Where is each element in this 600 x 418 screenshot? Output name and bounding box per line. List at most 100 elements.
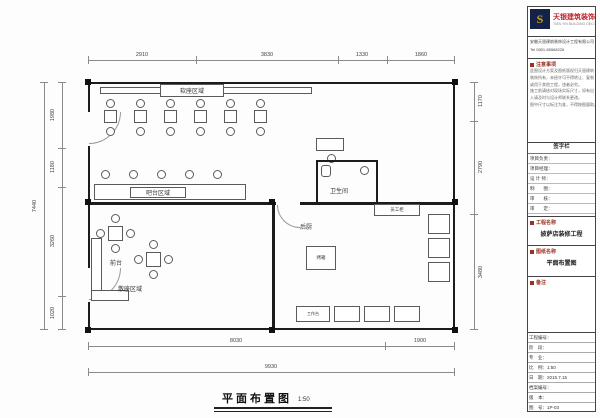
info-value: 2015.7.15 [547, 375, 568, 380]
chair-circle [166, 127, 175, 136]
title-block-remark-section: 备注 [528, 277, 595, 333]
company-logo-icon: S [530, 9, 550, 29]
chair-circle [126, 229, 135, 238]
table [146, 252, 161, 267]
equipment-box [428, 262, 450, 282]
title-block-company-section: 安徽天银建筑装饰设计工程有限公司 Tel 0551-65568226 [528, 37, 595, 59]
dim-label: 3260 [50, 234, 56, 248]
note-line: 此图设计方案及图纸版权归天银建筑 [530, 68, 594, 73]
bar-stool [185, 170, 194, 179]
drawing-header: 图纸名称 [536, 249, 557, 255]
column [85, 327, 91, 333]
bar-stool [129, 170, 138, 179]
signature-header: 签字栏 [528, 143, 595, 154]
note-line: 施工前请核对现场实际尺寸，如有出 [530, 88, 594, 94]
equipment-box [394, 306, 420, 322]
note-line: 装饰所有，未经许可不得转让、复制 [530, 74, 594, 80]
title-block-project-section: 工程名称 披萨店装修工程 [528, 217, 595, 246]
staff-cabinet: 员工柜 [374, 204, 420, 216]
equipment-box [334, 306, 360, 322]
dim-tick [40, 329, 48, 330]
area-label-soft-seating: 软座区域 [160, 84, 224, 97]
desk [316, 138, 344, 151]
project-name: 披萨店装修工程 [540, 232, 583, 238]
info-label: 工程编号： [529, 335, 552, 340]
oven: 烤箱 [306, 246, 336, 270]
bar-stool [213, 170, 222, 179]
column [452, 199, 458, 205]
area-label-open-seating: 散座区域 [118, 287, 143, 293]
info-label: 图 号： [529, 405, 547, 410]
bar-stool [157, 170, 166, 179]
dim-label: 3830 [260, 52, 274, 58]
dim-label: 7440 [32, 199, 38, 213]
info-value [547, 353, 595, 362]
drawing-caption-scale: 1:50 [298, 397, 310, 403]
title-block: S 天银建筑装饰 TIAN YIN BUILDING DECORATION 安徽… [527, 6, 596, 412]
dim-tick [385, 342, 386, 350]
equipment-box [364, 306, 390, 322]
project-header: 工程名称 [536, 220, 557, 226]
dim-tick [470, 82, 478, 83]
equipment-box [428, 214, 450, 234]
equipment-box [428, 238, 450, 258]
company-name-cn: 天银建筑装饰 [553, 14, 595, 21]
dim-label: 2790 [478, 160, 484, 174]
company-full-name: 安徽天银建筑装饰设计工程有限公司 [530, 39, 594, 44]
dim-tick [196, 56, 197, 64]
dim-label: 2910 [135, 52, 149, 58]
section-bullet-icon [530, 280, 534, 285]
toilet [321, 165, 331, 177]
dim-label: 8030 [229, 338, 243, 344]
chair-circle [196, 127, 205, 136]
info-label: 专 业： [529, 355, 547, 360]
dim-tick [58, 187, 66, 188]
chair-circle [256, 127, 265, 136]
dim-label: 1900 [413, 338, 427, 344]
chair-circle [96, 229, 105, 238]
dimension-line [44, 82, 45, 330]
info-label: 版 本： [529, 395, 547, 400]
interior-wall [272, 202, 275, 330]
interior-wall [88, 202, 276, 205]
dim-label: 1330 [355, 52, 369, 58]
chair-circle [327, 154, 336, 163]
note-line: 入请及时与设计师联系更改。 [530, 95, 582, 101]
column [452, 327, 458, 333]
signature-row: 项目经理： [528, 164, 595, 174]
dim-label: 1020 [50, 306, 56, 320]
table [164, 110, 177, 123]
area-label-front-desk: 前台 [110, 261, 123, 267]
sink [360, 166, 369, 175]
column [85, 79, 91, 85]
dim-tick [454, 342, 455, 350]
info-value [552, 333, 596, 342]
area-label-bar: 吧台区域 [130, 187, 186, 198]
column [85, 199, 91, 205]
info-value [547, 343, 595, 352]
signature-row: 制 图： [528, 184, 595, 194]
signature-row: 审 定： [528, 204, 595, 214]
section-bullet-icon [530, 220, 534, 225]
front-desk-counter [91, 290, 129, 301]
info-value [547, 393, 595, 402]
dimension-line [88, 346, 455, 347]
dim-tick [454, 56, 455, 64]
column [269, 327, 275, 333]
title-block-notes-section: 注意事项 此图设计方案及图纸版权归天银建筑 装饰所有，未经许可不得转让、复制 或… [528, 59, 595, 143]
caption-underline [214, 411, 332, 412]
dim-label: 3480 [478, 265, 484, 279]
table [104, 110, 117, 123]
dimension-line [88, 372, 455, 373]
info-label: 日 期： [529, 375, 547, 380]
info-value: 1:50 [547, 365, 556, 370]
caption-underline [214, 407, 332, 409]
door-opening [86, 112, 91, 146]
table [254, 110, 267, 123]
chair-circle [134, 255, 143, 264]
signature-row: 项目负责： [528, 154, 595, 164]
info-label: 档案编号： [529, 385, 552, 390]
dim-label: 1170 [478, 95, 484, 107]
dim-tick [387, 56, 388, 64]
title-block-logo-section: S 天银建筑装饰 TIAN YIN BUILDING DECORATION [528, 7, 595, 37]
